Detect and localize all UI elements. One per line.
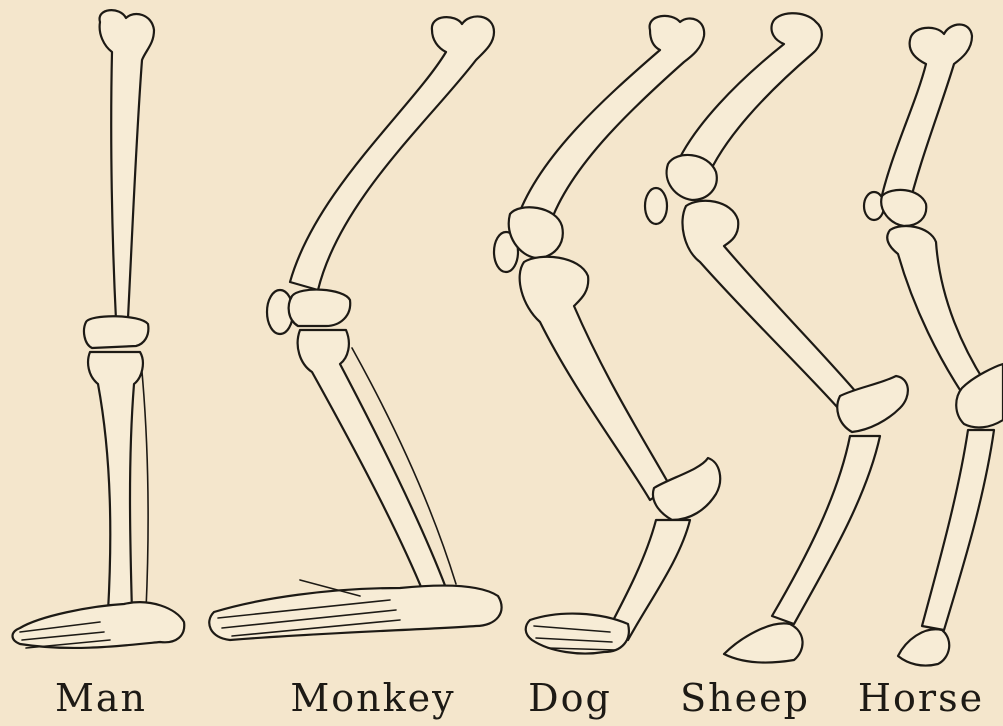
label-horse: Horse [846,676,996,720]
horse-tibia [887,226,986,396]
dog-femur [516,16,704,230]
sheep-leg-skeleton [645,13,908,662]
label-monkey: Monkey [278,676,468,720]
horse-hoof [898,629,949,665]
sheep-tibia [682,201,856,408]
horse-femur [880,25,972,211]
sheep-patella [645,188,667,224]
man-femur [100,10,154,320]
monkey-tibia [298,330,446,594]
man-fibula [142,372,148,610]
sheep-cannon [772,436,880,624]
monkey-knee [289,290,351,326]
sheep-hoof [724,623,803,662]
sheep-knee [667,155,717,200]
dog-hock [653,458,720,520]
monkey-foot [209,586,501,640]
monkey-femur [290,16,494,290]
man-knee [84,316,148,348]
horse-cannon [922,430,994,630]
label-dog: Dog [520,676,620,720]
horse-leg-skeleton [864,25,1003,666]
dog-tibia [520,257,670,500]
horse-knee [881,190,926,226]
label-man: Man [36,676,166,720]
man-tibia [88,352,143,612]
monkey-leg-skeleton [209,16,501,640]
dog-paw [526,614,629,654]
label-sheep: Sheep [670,676,820,720]
dog-leg-skeleton [494,16,720,654]
man-leg-skeleton [13,10,185,648]
